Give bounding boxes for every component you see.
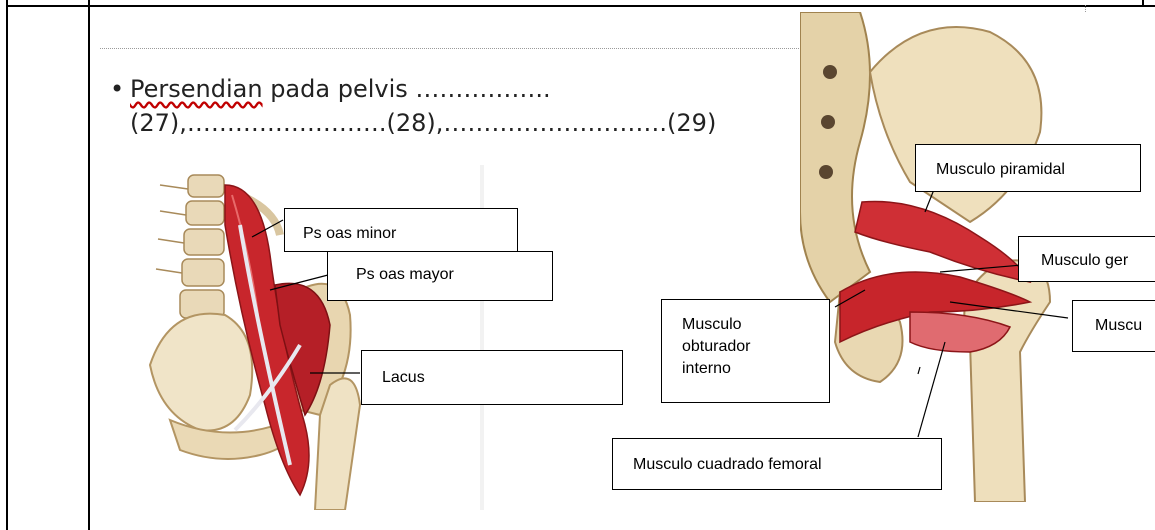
- label-piramidal: Musculo piramidal: [915, 144, 1141, 192]
- label-psoas-mayor: Ps oas mayor: [327, 251, 553, 301]
- column-divider: [88, 0, 90, 530]
- bullet-rest: pada pelvis ……………..: [262, 75, 551, 103]
- label-lacus: Lacus: [361, 350, 623, 405]
- bullet-marker: •: [110, 75, 125, 103]
- label-obturador: Musculo obturador interno: [661, 299, 830, 403]
- top-border: [6, 5, 1155, 7]
- bullet-line2: (27),…………………….(28),……………………….(29): [130, 109, 717, 137]
- label-cuadrado: Musculo cuadrado femoral: [612, 438, 942, 490]
- bullet-keyword: Persendian: [130, 75, 263, 103]
- label-gemelo: Musculo ger: [1018, 236, 1155, 282]
- bullet-question: •Persendian pada pelvis …………….. (27),…………: [110, 72, 716, 140]
- top-left-tick: [1142, 0, 1144, 6]
- label-psoas-minor: Ps oas minor: [284, 208, 518, 252]
- left-border: [6, 0, 8, 530]
- label-right-partial: Muscu: [1072, 300, 1155, 352]
- slide-border-top: [100, 48, 1085, 49]
